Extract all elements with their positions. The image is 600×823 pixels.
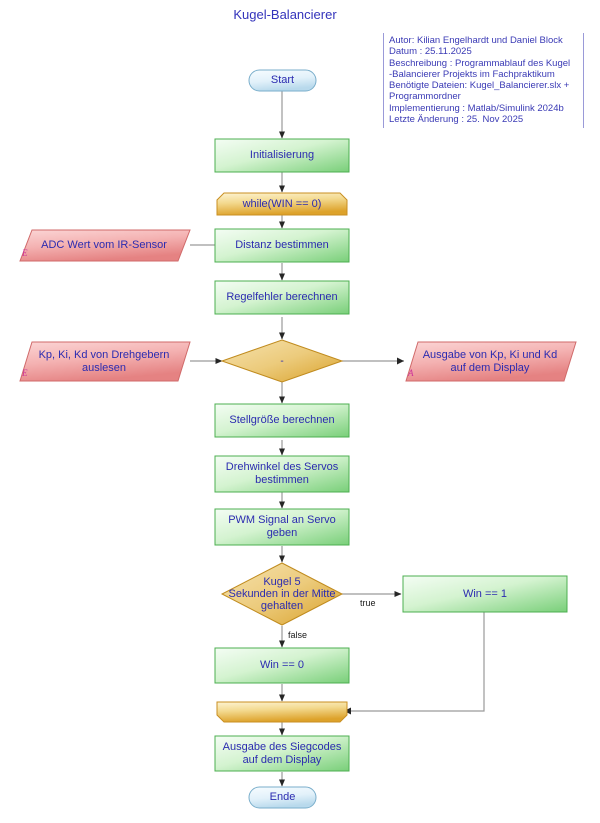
node-while-loop	[216, 192, 348, 216]
node-distanz	[214, 228, 350, 263]
io-marker-pid-display: A	[408, 368, 414, 378]
io-marker-adc-sensor: E	[22, 248, 28, 258]
edge-label-false: false	[288, 630, 308, 640]
node-init	[214, 138, 350, 173]
io-node-pid-display	[405, 341, 577, 382]
page-title: Kugel-Balancierer	[233, 7, 337, 22]
edge-label-true: true	[360, 598, 376, 608]
node-win-1	[402, 575, 568, 613]
io-node-adc-sensor	[19, 229, 191, 262]
node-siegcode	[214, 735, 350, 772]
io-marker-pid-read: E	[22, 368, 28, 378]
node-regelfehler	[214, 280, 350, 315]
node-start	[248, 69, 317, 92]
info-box: Autor: Kilian Engelhardt und Daniel Bloc…	[383, 33, 584, 129]
node-loop-end	[216, 701, 348, 723]
node-decision-dash	[220, 339, 344, 383]
node-win-0	[214, 647, 350, 684]
node-kugel-decision	[220, 562, 344, 626]
node-ende	[248, 786, 317, 809]
io-node-pid-read	[19, 341, 191, 382]
node-pwm	[214, 508, 350, 546]
node-drehwinkel	[214, 455, 350, 493]
node-stellgroesse	[214, 403, 350, 438]
